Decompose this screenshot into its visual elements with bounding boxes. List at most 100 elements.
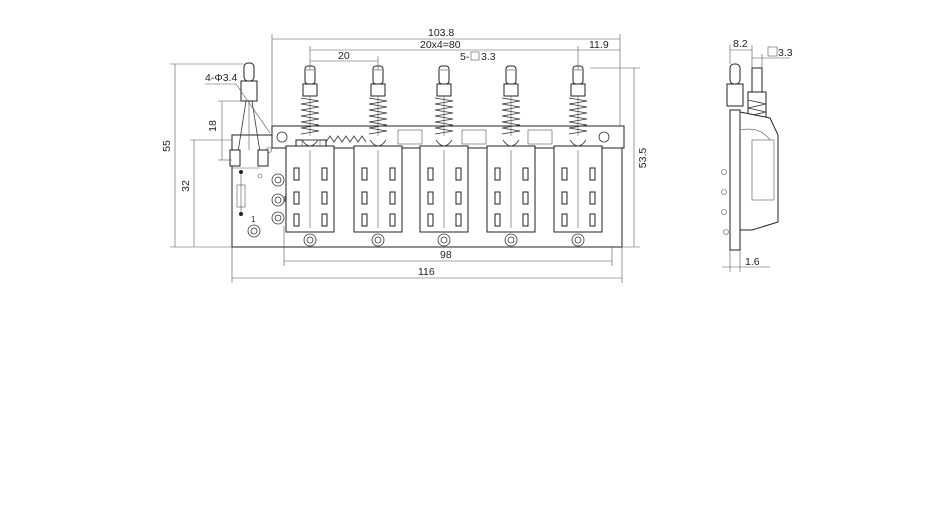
- contact-slot-1: [561, 167, 568, 181]
- module-latch: [502, 139, 520, 147]
- dim-key-3-3: 3.3: [481, 51, 496, 63]
- contact-slot-3: [427, 191, 434, 205]
- switch-module-2: [353, 65, 403, 247]
- contact-slot-6: [321, 213, 328, 227]
- mount-hole-right: [598, 131, 610, 143]
- terminal-ring-inner: [374, 236, 382, 244]
- contact-slot-4: [389, 191, 396, 205]
- contact-slot-1: [427, 167, 434, 181]
- key-spring: [568, 97, 588, 135]
- dim-18: 18: [207, 120, 219, 132]
- dim-8-2: 8.2: [733, 38, 748, 50]
- pilot-lamp: [229, 62, 269, 167]
- dim-98: 98: [440, 249, 452, 261]
- small-hole-2: [257, 173, 263, 179]
- switch-module-3: [419, 65, 469, 247]
- terminal-ring: [303, 233, 317, 247]
- dim-55: 55: [161, 140, 173, 152]
- key-cap: [505, 65, 517, 85]
- key-spring: [300, 97, 320, 135]
- contact-slot-1: [494, 167, 501, 181]
- side-inner-body: [751, 139, 775, 201]
- contact-slot-4: [321, 191, 328, 205]
- front-dimensions: 103.8 20x4=80 20 5- 3.3 11.9 4-Φ3.4 18 5…: [161, 27, 649, 283]
- side-housing: [739, 111, 779, 231]
- solder-dot-bottom: [239, 212, 243, 216]
- key-spring: [434, 97, 454, 135]
- contact-slot-5: [361, 213, 368, 227]
- lamp-body: [240, 80, 258, 102]
- side-lamp-cap: [729, 63, 741, 85]
- switch-module-5: [553, 65, 603, 247]
- square-symbol-front: [470, 51, 480, 61]
- side-dimensions: 8.2 3.3 1.6: [722, 38, 793, 272]
- module-latch: [301, 139, 319, 147]
- key-collar: [436, 83, 452, 97]
- terminal-a-inner: [274, 176, 282, 184]
- key-collar: [302, 83, 318, 97]
- contact-slot-6: [389, 213, 396, 227]
- dim-side-3-3: 3.3: [778, 47, 793, 59]
- bracket-window-3: [527, 129, 553, 145]
- dim-11-9: 11.9: [589, 39, 609, 51]
- module-latch: [369, 139, 387, 147]
- contact-slot-6: [589, 213, 596, 227]
- key-collar: [370, 83, 386, 97]
- contact-slot-2: [522, 167, 529, 181]
- terminal-ring-inner: [574, 236, 582, 244]
- lamp-cap: [243, 62, 255, 82]
- contact-slot-5: [494, 213, 501, 227]
- mount-hole-left: [276, 131, 288, 143]
- side-spring: [747, 99, 767, 117]
- left-board-section: N 1: [236, 147, 290, 238]
- switch-modules: [285, 65, 603, 247]
- contact-slot-2: [389, 167, 396, 181]
- dim-103-8: 103.8: [428, 27, 454, 39]
- side-view: [721, 63, 779, 251]
- terminal-ring: [437, 233, 451, 247]
- contact-slot-5: [561, 213, 568, 227]
- contact-slot-4: [589, 191, 596, 205]
- contact-slot-1: [293, 167, 300, 181]
- side-key-cap: [751, 67, 763, 93]
- side-lamp-body: [726, 83, 744, 107]
- terminal-ring-inner: [306, 236, 314, 244]
- key-collar: [570, 83, 586, 97]
- solder-dot-top: [239, 170, 243, 174]
- contact-slot-3: [361, 191, 368, 205]
- side-plate: [729, 109, 741, 251]
- contact-slot-5: [293, 213, 300, 227]
- contact-slot-3: [293, 191, 300, 205]
- contact-slot-2: [589, 167, 596, 181]
- return-spring: [325, 135, 367, 143]
- terminal-ring-inner: [440, 236, 448, 244]
- module-latch: [569, 139, 587, 147]
- dim-32: 32: [180, 180, 192, 192]
- contact-slot-6: [522, 213, 529, 227]
- terminal-n-inner: [274, 196, 282, 204]
- bracket-window-2: [461, 129, 487, 145]
- side-pin-3: [721, 209, 727, 215]
- dim-116: 116: [418, 266, 435, 278]
- terminal-ring: [371, 233, 385, 247]
- contact-slot-1: [361, 167, 368, 181]
- top-bracket: [271, 125, 625, 149]
- key-collar: [503, 83, 519, 97]
- terminal-1: [247, 224, 261, 238]
- contact-slot-2: [455, 167, 462, 181]
- contact-slot-4: [522, 191, 529, 205]
- dim-5-dash: 5-: [460, 51, 470, 63]
- square-symbol-side: [767, 46, 778, 57]
- module-latch: [435, 139, 453, 147]
- contact-slot-2: [321, 167, 328, 181]
- side-pin-4: [723, 229, 729, 235]
- label-one: 1: [251, 215, 256, 224]
- terminal-b: [271, 211, 285, 225]
- side-pin-1: [721, 169, 727, 175]
- terminal-1-inner: [250, 227, 258, 235]
- key-cap: [438, 65, 450, 85]
- contact-slot-3: [494, 191, 501, 205]
- dim-20: 20: [338, 50, 350, 62]
